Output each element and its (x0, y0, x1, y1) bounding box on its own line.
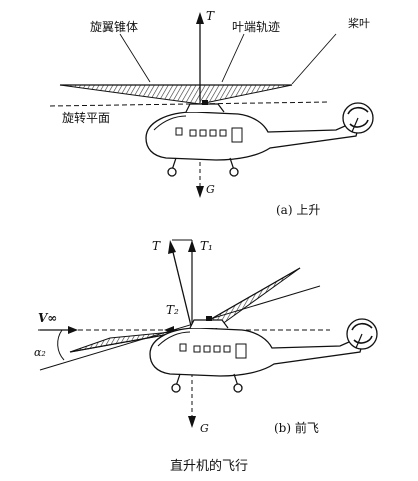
rotor-cone (59, 84, 293, 105)
sub-caption-a: (a) 上升 (276, 203, 320, 217)
label-tip-path: 叶端轨迹 (232, 20, 280, 34)
symbol-angle: α₂ (34, 346, 46, 359)
symbol-t1: T₁ (200, 239, 213, 253)
symbol-velocity: V∞ (38, 311, 57, 325)
leader-cone (119, 33, 151, 83)
diagram-b-forward-flight: T T₁ T₂ V∞ α₂ G (b) 前飞 (34, 239, 378, 435)
thrust-arrow-head-a (196, 12, 204, 24)
thrust-arrow-head-b (168, 240, 176, 254)
symbol-weight-a: G (206, 183, 215, 196)
symbol-thrust-b: T (152, 239, 161, 253)
t1-arrow-head (188, 240, 196, 252)
weight-arrow-head-b (188, 416, 196, 428)
label-rotor-cone: 旋翼锥体 (90, 20, 138, 34)
symbol-weight-b: G (200, 422, 209, 435)
weight-arrow-head-a (196, 186, 204, 198)
symbol-t2: T₂ (166, 303, 179, 317)
sub-caption-b: (b) 前飞 (274, 420, 319, 435)
rotation-plane-b (39, 285, 321, 371)
thrust-vector-b (171, 247, 193, 331)
angle-arc (57, 329, 65, 361)
helicopter-b (149, 315, 378, 393)
leader-tip-path (221, 33, 245, 83)
symbol-thrust-a: T (206, 9, 215, 23)
label-rotation-plane: 旋转平面 (62, 110, 110, 125)
figure-caption: 直升机的飞行 (169, 459, 248, 474)
diagram-a-climb: 旋翼锥体 叶端轨迹 桨叶 旋转平面 T G (a) 上升 (49, 9, 374, 217)
velocity-arrow-head (68, 326, 78, 334)
leader-blade (291, 33, 337, 85)
label-blade: 桨叶 (348, 16, 370, 30)
helicopter-a (145, 99, 374, 177)
